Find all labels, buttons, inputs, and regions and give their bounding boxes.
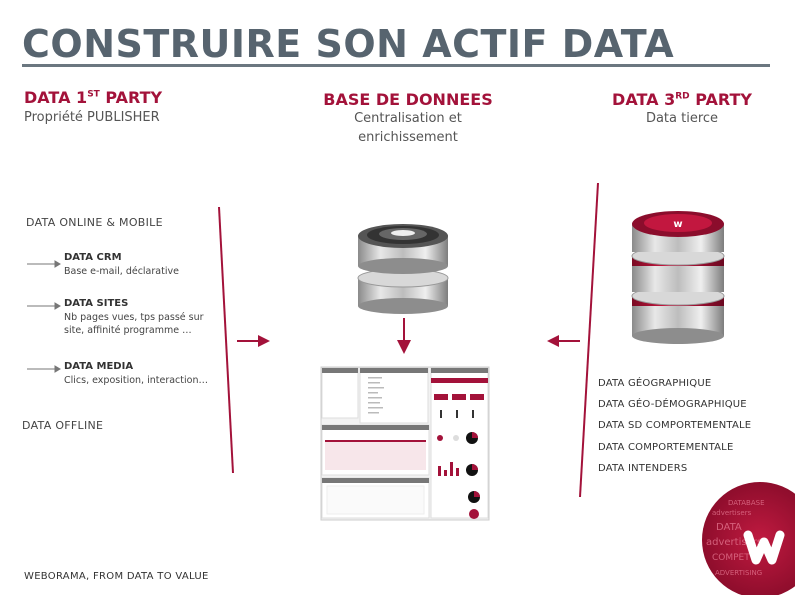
item-media-desc: Clics, exposition, interaction… xyxy=(64,375,208,386)
arrow-down-icon xyxy=(397,318,411,354)
weborama-logo: DATABASE advertisers DATA advertisers CO… xyxy=(702,482,795,595)
right-item-geodemo: DATA GÉO-DÉMOGRAPHIQUE xyxy=(598,399,747,410)
right-item-comport: DATA COMPORTEMENTALE xyxy=(598,442,734,453)
arrow-right-icon xyxy=(237,335,270,347)
page-title: CONSTRUIRE SON ACTIF DATA xyxy=(22,22,675,66)
svg-text:ADVERTISING: ADVERTISING xyxy=(715,569,762,577)
data-online-label: DATA ONLINE & MOBILE xyxy=(26,216,163,229)
database-icon xyxy=(357,224,449,314)
svg-text:advertisers: advertisers xyxy=(706,537,762,548)
svg-text:advertisers: advertisers xyxy=(712,509,752,517)
center-heading: BASE DE DONNEES xyxy=(323,90,493,109)
title-underline xyxy=(22,64,770,67)
svg-text:COMPET: COMPET xyxy=(712,553,750,563)
database-icon-red: w xyxy=(631,211,725,344)
left-heading: DATA 1ST PARTY xyxy=(24,88,163,107)
right-item-sd: DATA SD COMPORTEMENTALE xyxy=(598,420,752,431)
data-offline-label: DATA OFFLINE xyxy=(22,419,104,432)
footer-tagline: WEBORAMA, FROM DATA TO VALUE xyxy=(24,571,209,582)
center-subtitle-2: enrichissement xyxy=(358,130,458,145)
item-media-title: DATA MEDIA xyxy=(64,361,134,372)
arrow-small-icon xyxy=(27,260,61,373)
svg-text:w: w xyxy=(673,219,682,230)
item-crm-title: DATA CRM xyxy=(64,252,122,263)
right-item-intenders: DATA INTENDERS xyxy=(598,463,688,474)
right-subtitle: Data tierce xyxy=(645,111,719,126)
svg-text:DATABASE: DATABASE xyxy=(728,499,765,507)
dashboard-thumbnail xyxy=(320,366,490,521)
center-subtitle-1: Centralisation et xyxy=(354,111,462,126)
svg-text:DATA: DATA xyxy=(716,522,742,533)
right-heading: DATA 3RD PARTY xyxy=(612,90,752,109)
item-crm-desc: Base e-mail, déclarative xyxy=(64,266,179,277)
item-sites-desc-2: site, affinité programme … xyxy=(64,325,192,336)
item-sites-desc-1: Nb pages vues, tps passé sur xyxy=(64,312,204,323)
right-divider xyxy=(579,182,599,498)
left-divider xyxy=(218,206,234,474)
arrow-left-icon xyxy=(547,335,580,347)
left-subtitle: Propriété PUBLISHER xyxy=(24,110,160,125)
right-item-geo: DATA GÉOGRAPHIQUE xyxy=(598,378,712,389)
item-sites-title: DATA SITES xyxy=(64,298,129,309)
